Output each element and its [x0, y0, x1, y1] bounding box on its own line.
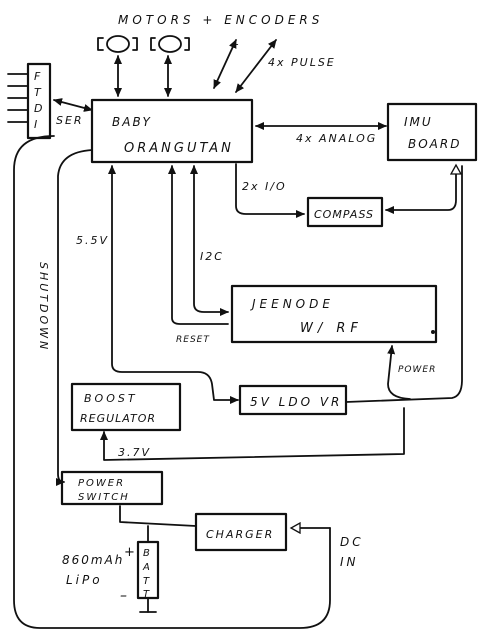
ftdi-connector: F T D I [7, 62, 52, 140]
ftdi-label-3: D [34, 102, 43, 115]
i2c-wire [190, 165, 229, 316]
power-switch-label-1: POWER [78, 478, 125, 489]
ser-label: SER [56, 114, 84, 127]
motor-right-icon [150, 35, 190, 53]
boost-regulator-block [70, 382, 182, 432]
lipo-label-1: 860mAh [62, 553, 124, 567]
baby-orangutan-block [90, 98, 254, 164]
power-jeenode-wire [387, 345, 411, 400]
shutdown-label: SHUTDOWN [37, 262, 50, 352]
i2c-label: I2C [200, 250, 224, 263]
compass-imu-wire [386, 166, 456, 210]
reset-wire [168, 165, 229, 325]
plus-label: + [230, 38, 240, 51]
batt-minus: – [120, 588, 128, 604]
lipo-label-2: LiPo [66, 573, 103, 587]
outer-loop-wire [13, 135, 331, 629]
imu-board-block [386, 102, 478, 162]
compass-block [306, 196, 384, 228]
v55-label: 5.5V [76, 234, 109, 247]
baby-orangutan-label-2: ORANGUTAN [124, 141, 234, 156]
ftdi-label-2: T [34, 86, 42, 99]
batt-label-4: T [143, 589, 150, 600]
motor-left-icon [97, 35, 138, 53]
power-label: POWER [398, 365, 436, 375]
shutdown-wire [55, 149, 93, 486]
reset-label: RESET [176, 335, 210, 345]
ftdi-label-1: F [34, 70, 41, 83]
charger-label: CHARGER [206, 528, 274, 541]
ser-arrow [53, 98, 93, 112]
encoder-arrow-1 [213, 39, 237, 89]
dc-in-label-2: IN [340, 555, 359, 569]
analog-label: 4x ANALOG [296, 132, 377, 145]
io-label: 2x I/O [242, 180, 287, 193]
jeenode-dot [431, 330, 435, 334]
compass-label: COMPASS [314, 208, 374, 221]
ldo-vr-block [238, 384, 348, 416]
jeenode-label-1: JEENODE [250, 297, 334, 311]
ftdi-label-4: I [34, 118, 38, 131]
batt-plus: + [124, 545, 136, 560]
charger-block [194, 512, 288, 552]
batt-label-2: A [142, 562, 151, 573]
ldo-vr-label: 5V LDO VR [250, 395, 342, 409]
encoder-arrow-2 [235, 39, 277, 93]
pulse-label: 4x PULSE [268, 56, 336, 69]
baby-orangutan-label-1: BABY [112, 115, 152, 129]
switch-batt-wire [119, 505, 197, 527]
boost-label-2: REGULATOR [80, 412, 156, 425]
batt-label-3: T [143, 576, 150, 587]
power-switch-block [60, 470, 164, 506]
power-wire [345, 165, 463, 403]
boost-label-1: BOOST [84, 392, 138, 405]
imu-board-label-1: IMU [404, 115, 433, 129]
dc-in-label-1: DC [340, 535, 364, 549]
jeenode-label-2: W/ RF [300, 321, 363, 336]
power-switch-label-2: SWITCH [78, 492, 130, 503]
v55-wire [108, 165, 239, 404]
imu-board-label-2: BOARD [408, 137, 461, 151]
motors-encoders-title: MOTORS + ENCODERS [118, 13, 323, 27]
v37-wire [100, 407, 405, 461]
v37-label: 3.7V [118, 446, 151, 459]
batt-label-1: B [143, 548, 151, 559]
